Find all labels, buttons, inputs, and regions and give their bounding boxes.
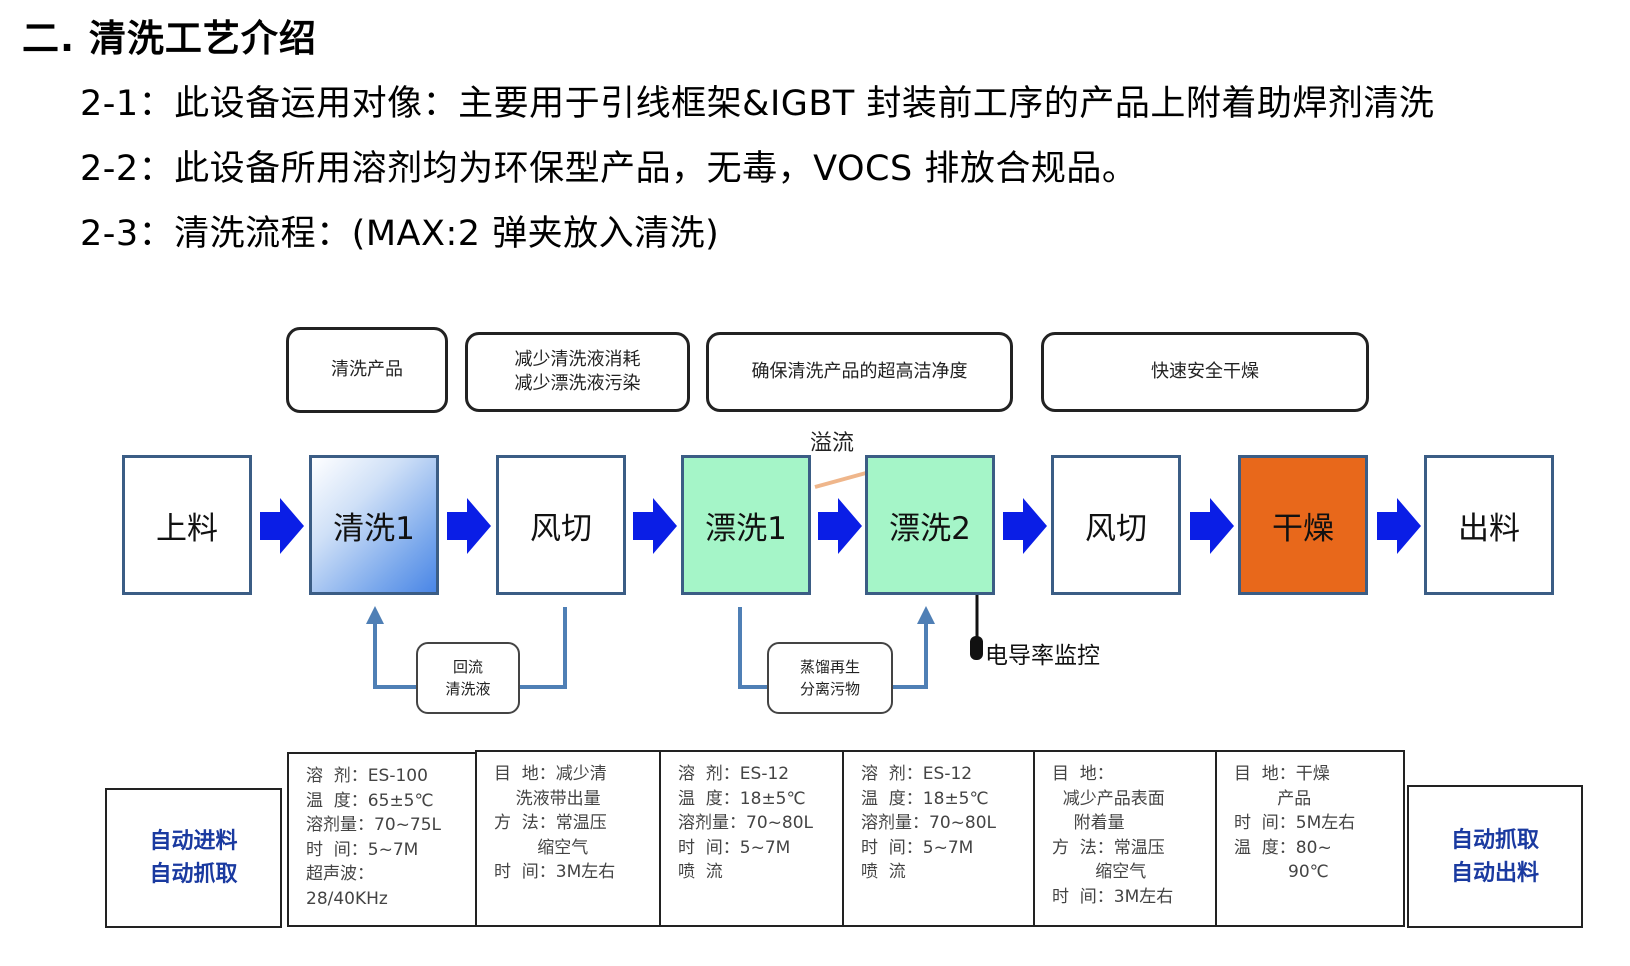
note-clean-product: 清洗产品 bbox=[286, 327, 448, 413]
spec-drying: 目 地：干燥 产品 时 间：5M左右 温 度：80~ 90℃ bbox=[1215, 750, 1405, 927]
section-heading: 二. 清洗工艺介绍 bbox=[22, 17, 317, 60]
note-reduce-consumption: 减少清洗液消耗 减少漂洗液污染 bbox=[465, 332, 690, 412]
step-loading: 上料 bbox=[122, 455, 252, 595]
spec-line-2-1: 2-1：此设备运用对像：主要用于引线框架&IGBT 封装前工序的产品上附着助焊剂… bbox=[80, 84, 1435, 124]
side-auto-unload: 自动抓取 自动出料 bbox=[1407, 785, 1583, 928]
spec-line-2-3: 2-3：清洗流程：(MAX:2 弹夹放入清洗) bbox=[80, 214, 720, 254]
recycle-loop-arrowhead bbox=[366, 606, 384, 624]
step-rinse-1: 漂洗1 bbox=[681, 455, 811, 595]
flow-arrow-icon bbox=[1003, 498, 1047, 554]
flow-arrow-icon bbox=[818, 498, 862, 554]
step-air-knife-1: 风切 bbox=[496, 455, 626, 595]
spec-line-2-2: 2-2：此设备所用溶剂均为环保型产品，无毒，VOCS 排放合规品。 bbox=[80, 149, 1138, 189]
step-air-knife-2: 风切 bbox=[1051, 455, 1181, 595]
flow-arrow-icon bbox=[260, 498, 304, 554]
conductivity-probe-icon bbox=[970, 636, 983, 660]
spec-air-knife-1: 目 地：减少清 洗液带出量 方 法：常温压 缩空气 时 间：3M左右 bbox=[475, 750, 661, 927]
flow-arrow-icon bbox=[1377, 498, 1421, 554]
note-high-cleanliness: 确保清洗产品的超高洁净度 bbox=[706, 332, 1013, 412]
note-fast-drying: 快速安全干燥 bbox=[1041, 332, 1369, 412]
side-auto-feed: 自动进料 自动抓取 bbox=[105, 788, 282, 928]
loop-label-distill: 蒸馏再生 分离污物 bbox=[767, 642, 893, 714]
flow-arrow-icon bbox=[633, 498, 677, 554]
overflow-line bbox=[814, 471, 867, 489]
step-drying: 干燥 bbox=[1238, 455, 1368, 595]
step-rinse-2: 漂洗2 bbox=[865, 455, 995, 595]
spec-rinse-1: 溶 剂：ES-12 温 度：18±5℃ 溶剂量：70~80L 时 间：5~7M … bbox=[659, 750, 844, 927]
distill-loop-arrowhead bbox=[917, 606, 935, 624]
step-unloading: 出料 bbox=[1424, 455, 1554, 595]
flow-arrow-icon bbox=[1190, 498, 1234, 554]
overflow-label: 溢流 bbox=[810, 431, 855, 456]
spec-air-knife-2: 目 地： 减少产品表面 附着量 方 法：常温压 缩空气 时 间：3M左右 bbox=[1033, 750, 1217, 927]
step-wash-1: 清洗1 bbox=[309, 455, 439, 595]
flow-arrow-icon bbox=[447, 498, 491, 554]
conductivity-label: 电导率监控 bbox=[985, 643, 1100, 669]
spec-rinse-2: 溶 剂：ES-12 温 度：18±5℃ 溶剂量：70~80L 时 间：5~7M … bbox=[842, 750, 1035, 927]
loop-label-recycle: 回流 清洗液 bbox=[416, 642, 520, 714]
spec-wash-1: 溶 剂：ES-100 温 度：65±5℃ 溶剂量：70~75L 时 间：5~7M… bbox=[287, 752, 477, 927]
